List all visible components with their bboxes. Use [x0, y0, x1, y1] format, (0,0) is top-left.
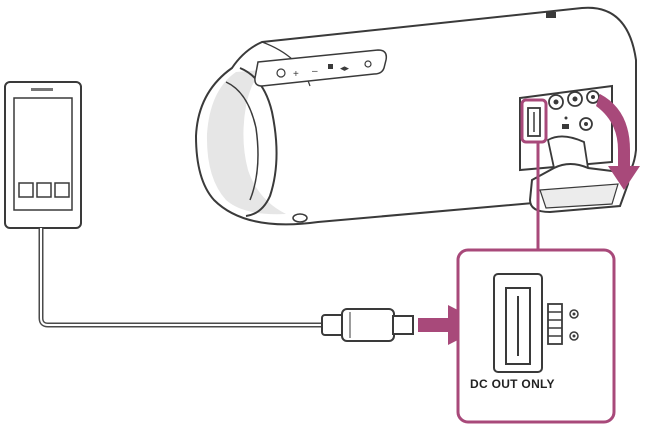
cover-open-arrow-icon: [596, 94, 640, 190]
usb-port-icon: [493, 273, 543, 373]
smartphone-icon: [4, 81, 82, 229]
svg-text:–: –: [312, 66, 318, 77]
speaker-control-panel: + – ◂▸: [254, 49, 388, 87]
power-button-icon: [276, 68, 286, 78]
dc-output-symbol-icon: [547, 303, 579, 345]
speaker-port-cover: [528, 135, 630, 214]
port-label: DC OUT ONLY: [470, 377, 555, 391]
usb-cable-plug-icon: [321, 308, 414, 342]
speaker-port-panel: [519, 84, 613, 172]
usb-cable: [38, 228, 323, 328]
insert-arrow-icon: [418, 305, 487, 345]
usb-port-highlight-small: [520, 98, 548, 144]
usb-port-callout: DC OUT ONLY: [456, 248, 616, 424]
svg-text:+: +: [293, 69, 299, 80]
speaker-icon: + – ◂▸: [194, 6, 640, 226]
svg-text:◂▸: ◂▸: [340, 63, 350, 73]
